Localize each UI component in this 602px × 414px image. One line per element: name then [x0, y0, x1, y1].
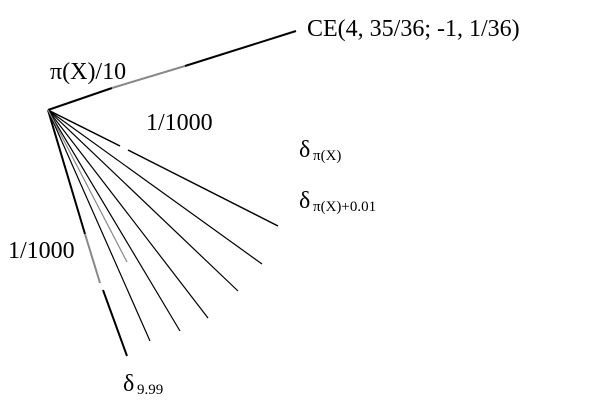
branch-1b	[127, 149, 279, 227]
svg-text:δ: δ	[299, 137, 310, 163]
svg-text:π(X)+0.01: π(X)+0.01	[313, 199, 376, 215]
branch-4	[47, 109, 209, 319]
branch-6	[47, 109, 151, 342]
svg-text:9.99: 9.99	[137, 382, 163, 398]
svg-text:δ: δ	[299, 188, 310, 214]
top-outcome-label: CE(4, 35/36; -1, 1/36)	[307, 16, 520, 42]
top-probability-label: π(X)/10	[50, 59, 126, 85]
inner-probability-label: 1/1000	[146, 110, 213, 136]
delta-label-2: δ π(X)+0.01	[299, 188, 376, 215]
branch-2	[47, 109, 263, 265]
branch-1	[47, 109, 121, 147]
svg-text:π(X): π(X)	[313, 148, 341, 164]
branch-second-left	[47, 109, 128, 263]
branch-left	[47, 109, 128, 357]
branch-top	[47, 30, 297, 111]
svg-text:δ: δ	[123, 371, 134, 397]
delta-label-last: δ 9.99	[123, 371, 163, 398]
branch-5	[47, 109, 181, 332]
branch-fan	[47, 109, 279, 342]
branch-3	[47, 109, 239, 292]
side-probability-label: 1/1000	[8, 238, 75, 264]
delta-label-1: δ π(X)	[299, 137, 341, 164]
